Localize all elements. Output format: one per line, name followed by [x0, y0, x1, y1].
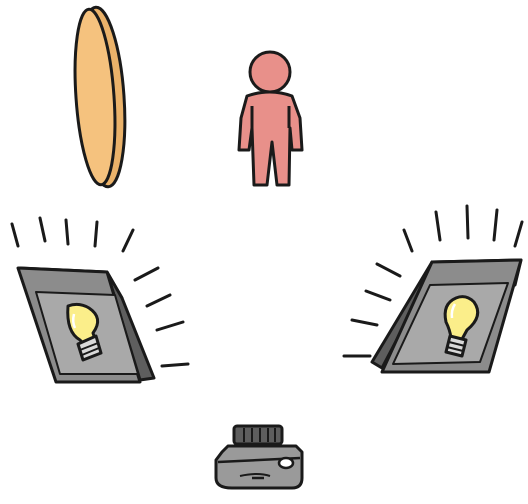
light-panel-right [344, 206, 522, 372]
light-panel-left [12, 218, 188, 382]
camera-icon [216, 426, 302, 488]
person-icon [239, 52, 302, 185]
reflector-disc-icon [70, 6, 130, 189]
